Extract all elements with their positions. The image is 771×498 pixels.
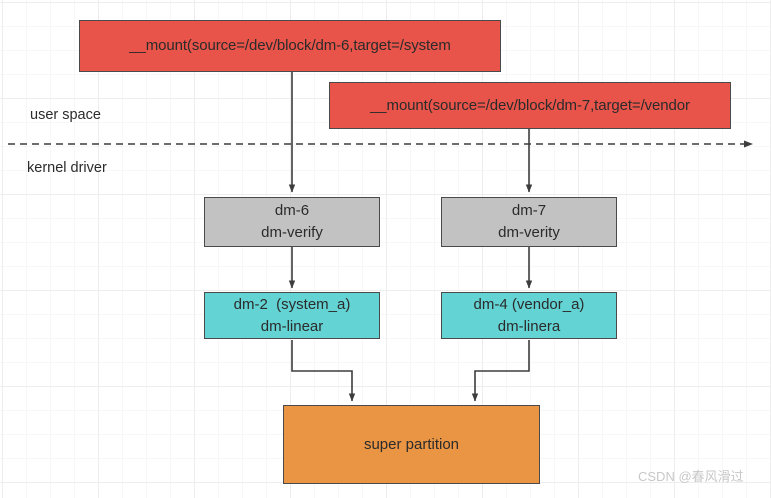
kernel-driver-label: kernel driver (27, 160, 107, 176)
node-dm2[interactable]: dm-2 (system_a) dm-linear (204, 292, 380, 339)
node-super-partition-label: super partition (363, 435, 460, 453)
node-dm7-line2: dm-verity (498, 224, 560, 241)
node-dm4-line1: dm-4 (vendor_a) (473, 295, 585, 313)
node-mount-system[interactable]: __mount(source=/dev/block/dm-6,target=/s… (79, 20, 501, 72)
node-dm4-line2: dm-linera (497, 317, 561, 335)
node-dm4[interactable]: dm-4 (vendor_a) dm-linera (441, 292, 617, 339)
node-dm2-line2: dm-linear (260, 317, 324, 335)
node-dm2-line1: dm-2 (system_a) (233, 295, 351, 313)
node-dm6-line1: dm-6 (274, 202, 310, 220)
node-mount-vendor-label: __mount(source=/dev/block/dm-7,target=/v… (370, 96, 690, 114)
edge-dm4-to-super (471, 340, 530, 402)
watermark: CSDN @春风滑过 (638, 469, 744, 484)
node-mount-vendor[interactable]: __mount(source=/dev/block/dm-7,target=/v… (329, 82, 731, 129)
node-dm6-line2: dm-verify (261, 224, 323, 241)
user-space-label: user space (30, 107, 101, 123)
node-dm7[interactable]: dm-7 dm-verity (441, 197, 617, 247)
node-mount-system-label: __mount(source=/dev/block/dm-6,target=/s… (129, 37, 451, 55)
node-dm6[interactable]: dm-6 dm-verify (204, 197, 380, 247)
node-dm7-line1: dm-7 (511, 202, 547, 220)
edge-dm2-to-super (291, 340, 356, 402)
node-super-partition[interactable]: super partition (283, 405, 540, 484)
